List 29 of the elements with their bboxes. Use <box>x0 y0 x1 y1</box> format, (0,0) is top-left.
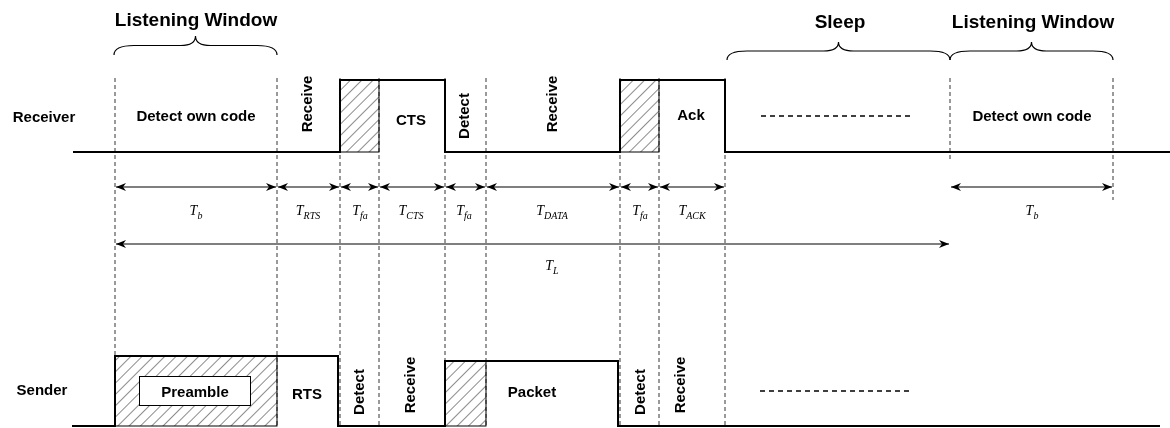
phase-label: Receive <box>544 75 560 133</box>
phase-label: Detect own code <box>972 108 1092 124</box>
duration-label: T$_{CTS}$ <box>398 204 424 222</box>
duration-label: T$_{fa}$ <box>456 204 472 222</box>
phase-label: Detect <box>351 369 367 415</box>
phase-label: Receive <box>299 75 315 133</box>
duration-label: T$_{L}$ <box>545 259 559 277</box>
row-label: Receiver <box>12 109 76 125</box>
phase-label: Receive <box>672 356 688 414</box>
phase-label: RTS <box>292 386 322 402</box>
phase-label: Detect <box>632 369 648 415</box>
field-box: Preamble <box>139 376 251 406</box>
phase-label: Detect own code <box>136 108 256 124</box>
duration-label: T$_{DATA}$ <box>536 204 568 222</box>
duration-label: T$_{ACK}$ <box>678 204 706 222</box>
duration-label: T$_{fa}$ <box>632 204 648 222</box>
duration-label: T$_{b}$ <box>1025 204 1039 222</box>
phase-label: Detect <box>456 93 472 139</box>
phase-label: Receive <box>402 356 418 414</box>
row-label: Sender <box>16 382 68 398</box>
phase-title: Listening Window <box>951 12 1115 32</box>
phase-label: Packet <box>507 384 557 400</box>
duration-label: T$_{fa}$ <box>352 204 368 222</box>
phase-title: Listening Window <box>114 10 278 30</box>
phase-label: CTS <box>396 112 426 128</box>
phase-label: Ack <box>677 107 705 123</box>
phase-title: Sleep <box>814 12 866 32</box>
duration-label: T$_{RTS}$ <box>295 204 321 222</box>
duration-label: T$_{b}$ <box>189 204 203 222</box>
